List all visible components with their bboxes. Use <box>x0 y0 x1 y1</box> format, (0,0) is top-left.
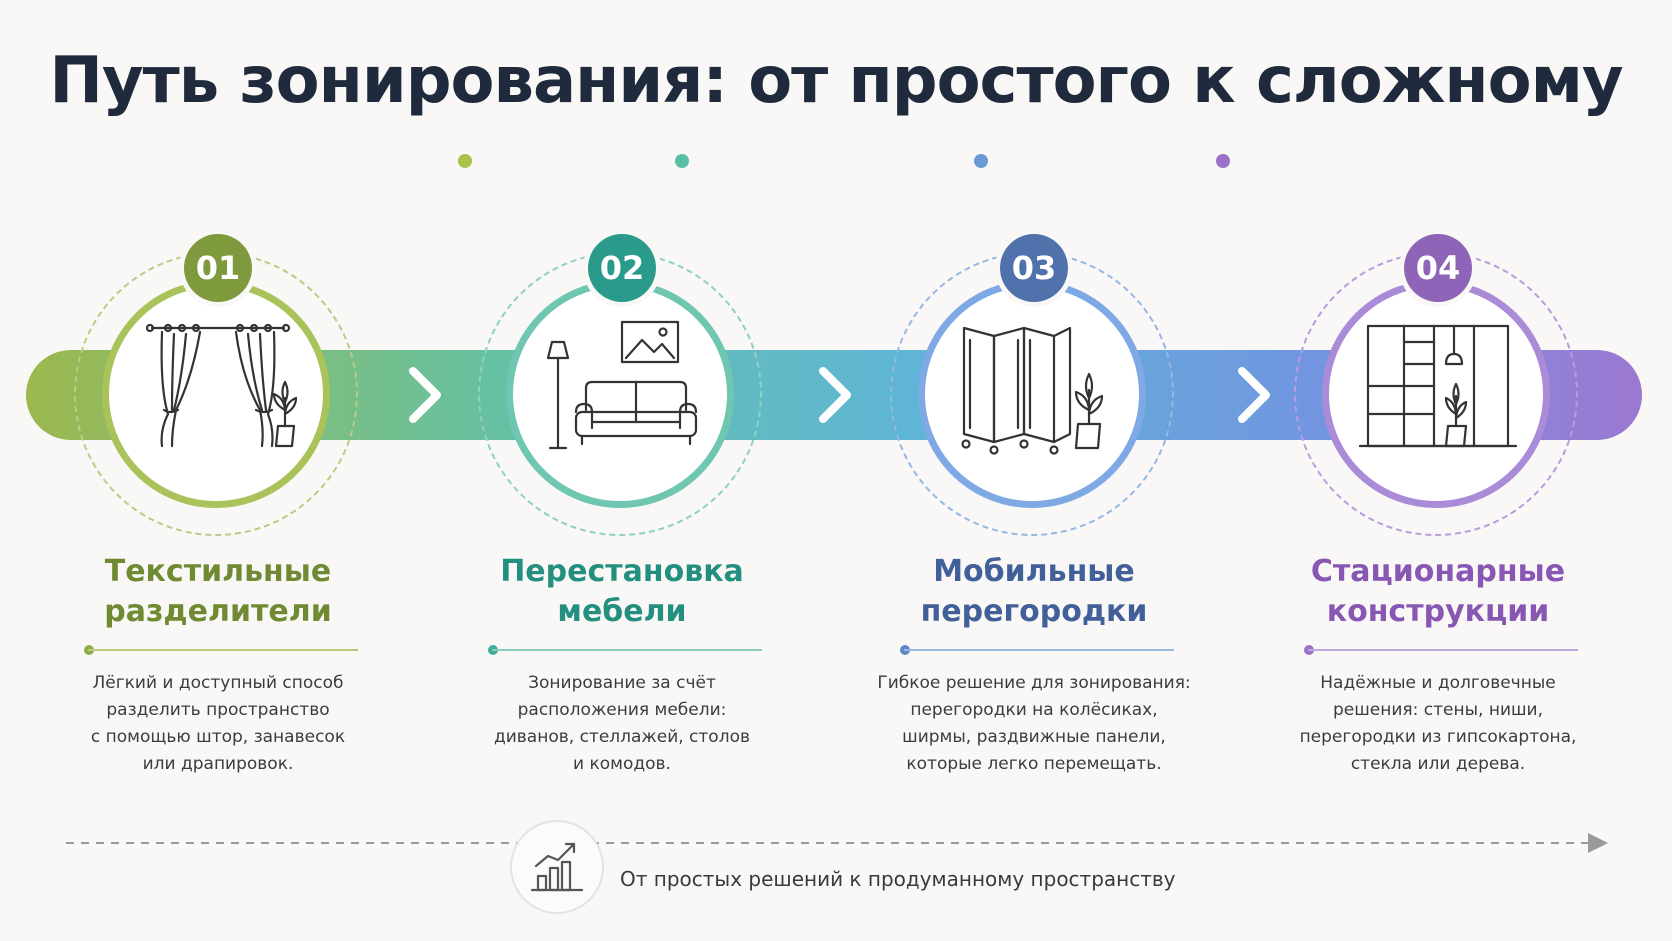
step-description: Лёгкий и доступный способ разделить прос… <box>58 670 378 778</box>
step-circle <box>102 280 330 508</box>
description-line: перегородки на колёсиках, <box>910 700 1158 720</box>
chevron-right-icon <box>409 367 441 423</box>
step-title: Перестановка мебели <box>412 552 832 632</box>
description-line: Зонирование за счёт <box>528 673 716 693</box>
step-card-1: 01 Текстильные разделители Лёгкий и дост… <box>8 230 428 790</box>
description-line: ширмы, раздвижные панели, <box>902 727 1166 747</box>
step-title-line: конструкции <box>1326 594 1550 629</box>
divider <box>492 649 762 651</box>
step-number-badge: 04 <box>1404 234 1472 302</box>
description-line: решения: стены, ниши, <box>1332 700 1543 720</box>
step-title: Стационарные конструкции <box>1228 552 1648 632</box>
title-dot <box>974 154 988 168</box>
chevron-right-icon <box>819 367 851 423</box>
divider <box>904 649 1174 651</box>
description-line: разделить пространство <box>106 700 330 720</box>
title-dot <box>675 154 689 168</box>
curtains-icon <box>145 323 298 448</box>
step-number-badge: 01 <box>184 234 252 302</box>
step-description: Гибкое решение для зонирования: перегоро… <box>874 670 1194 778</box>
step-number-badge: 03 <box>1000 234 1068 302</box>
description-line: расположения мебели: <box>517 700 727 720</box>
step-description: Надёжные и долговечные решения: стены, н… <box>1278 670 1598 778</box>
description-line: и комодов. <box>573 754 671 774</box>
title-dot <box>458 154 472 168</box>
step-title-line: перегородки <box>920 594 1148 629</box>
page-title: Путь зонирования: от простого к сложному <box>49 44 1623 118</box>
description-line: которые легко перемещать. <box>906 754 1162 774</box>
step-title: Мобильные перегородки <box>824 552 1244 632</box>
shelving-icon <box>1358 324 1518 448</box>
description-line: Надёжные и долговечные <box>1320 673 1556 693</box>
description-line: Лёгкий и доступный способ <box>92 673 344 693</box>
sofa-icon <box>546 320 698 450</box>
divider <box>1308 649 1578 651</box>
step-title-line: Текстильные <box>104 554 332 589</box>
step-title-line: Мобильные <box>933 554 1135 589</box>
footer-caption: От простых решений к продуманному простр… <box>620 867 1176 891</box>
step-title-line: разделители <box>104 594 332 629</box>
step-title-line: мебели <box>557 594 687 629</box>
description-line: стекла или дерева. <box>1350 754 1526 774</box>
growth-chart-icon <box>510 820 604 914</box>
chevron-right-icon <box>1238 367 1270 423</box>
step-title-line: Перестановка <box>500 554 744 589</box>
description-line: диванов, стеллажей, столов <box>493 727 750 747</box>
description-line: перегородки из гипсокартона, <box>1299 727 1577 747</box>
folding-screen-icon <box>961 326 1104 455</box>
step-card-4: 04 Стационарные конструкции Надёжные и д… <box>1228 230 1648 790</box>
step-circle <box>506 280 734 508</box>
step-circle <box>1322 280 1550 508</box>
step-description: Зонирование за счёт расположения мебели:… <box>462 670 782 778</box>
step-title: Текстильные разделители <box>8 552 428 632</box>
step-card-2: 02 Перестановка мебели Зонирование за сч… <box>412 230 832 790</box>
step-card-3: 03 Мобильные перегородки Гибкое решение … <box>824 230 1244 790</box>
description-line: Гибкое решение для зонирования: <box>877 673 1191 693</box>
description-line: с помощью штор, занавесок <box>90 727 346 747</box>
divider <box>88 649 358 651</box>
step-number-badge: 02 <box>588 234 656 302</box>
description-line: или драпировок. <box>142 754 294 774</box>
step-title-line: Стационарные <box>1310 554 1566 589</box>
title-dot <box>1216 154 1230 168</box>
